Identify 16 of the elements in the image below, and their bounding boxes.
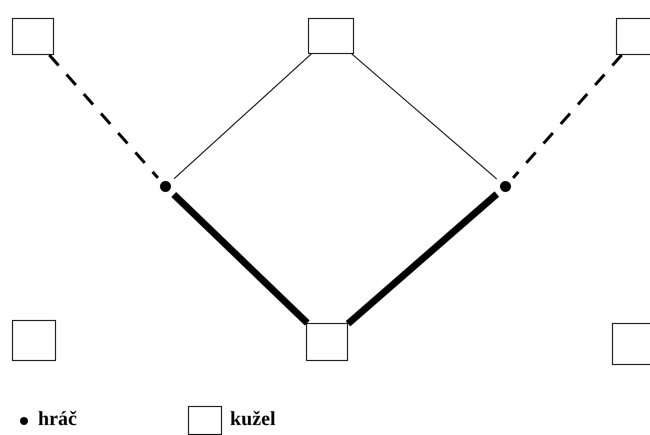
- cone-square: [12, 320, 56, 361]
- connector-line: [171, 192, 310, 326]
- connector-line: [351, 54, 498, 180]
- cone-square: [306, 323, 348, 361]
- connector-line: [512, 54, 623, 179]
- connector-line: [174, 54, 312, 180]
- cone-square: [12, 18, 54, 55]
- connector-line: [346, 191, 500, 326]
- connector-line: [48, 54, 159, 179]
- player-dot: [500, 181, 511, 192]
- legend-label: kužel: [230, 408, 276, 430]
- cone-square: [612, 323, 650, 365]
- player-dot: [160, 181, 171, 192]
- cone-square: [616, 18, 650, 55]
- cone-square: [308, 18, 354, 54]
- legend-label: hráč: [38, 408, 77, 430]
